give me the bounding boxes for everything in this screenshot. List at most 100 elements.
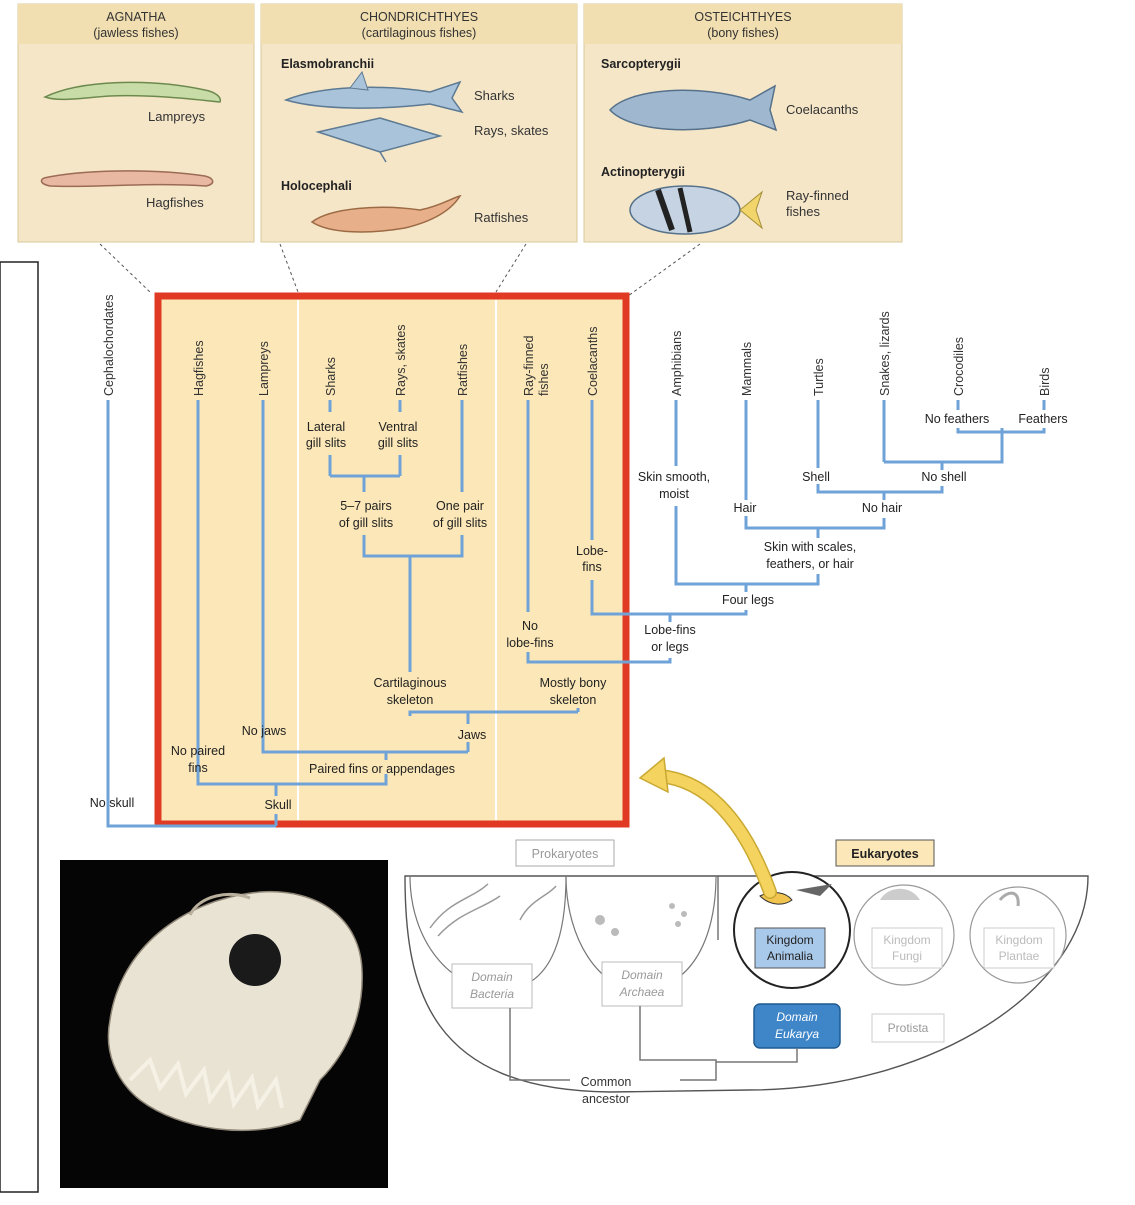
lamprey-illustration [43,81,222,103]
bacteria-icons [429,883,557,937]
trait-skin-smooth-1: Skin smooth, [638,470,710,484]
trait-mostly-bony-2: skeleton [550,693,597,707]
entry-label: Lampreys [148,109,206,124]
domain-archaea-line2: Archaea [619,985,665,999]
ray-finned-fish-illustration [629,185,764,235]
panel-chondrichthyes: CHONDRICHTHYES (cartilaginous fishes) El… [260,3,578,243]
prokaryotes-header: Prokaryotes [515,839,615,867]
panel-agnatha: AGNATHA (jawless fishes) Lampreys Hagfis… [17,3,255,243]
tree-of-life-lines [509,1006,798,1081]
zoom-arrow [638,756,777,899]
kingdom-fungi-line2: Fungi [892,949,922,963]
trait-shell: Shell [802,470,830,484]
trait-mostly-bony-1: Mostly bony [540,676,607,690]
taxon-label: Sharks [324,357,338,396]
trait-four-legs: Four legs [722,593,774,607]
svg-text:Eukaryotes: Eukaryotes [851,847,918,861]
domain-eukarya-line2: Eukarya [775,1027,819,1041]
taxon-label: Rays, skates [394,324,408,396]
entry-label: Rays, skates [474,123,549,138]
common-ancestor-line2: ancestor [582,1092,630,1106]
trait-jaws: Jaws [458,728,486,742]
taxon-label: Snakes, lizards [878,311,892,396]
svg-text:Prokaryotes: Prokaryotes [532,847,599,861]
subgroup-label: Sarcopterygii [601,57,681,71]
trait-one-pair-1: One pair [436,499,484,513]
trait-skin-scales-1: Skin with scales, [764,540,856,554]
domain-bacteria-line1: Domain [471,970,513,984]
trait-hair: Hair [734,501,757,515]
cladogram-branches [106,400,1046,828]
common-ancestor-line1: Common [581,1075,632,1089]
entry-label-line2: fishes [786,204,820,219]
kingdom-plantae-line2: Plantae [999,949,1040,963]
kingdom-plantae-line1: Kingdom [995,933,1042,947]
kingdom-fungi: Kingdom Fungi [853,884,955,986]
kingdom-plantae: Kingdom Plantae [969,886,1067,984]
taxon-label: Cephalochordates [102,295,116,396]
panel-title: CHONDRICHTHYES [360,10,478,24]
trait-no-paired-fins-2: fins [188,761,207,775]
domain-bacteria-box: Domain Bacteria [451,963,533,1009]
ratfish-illustration [310,194,462,233]
trait-no-hair: No hair [862,501,902,515]
trait-no-jaws: No jaws [242,724,286,738]
trait-paired-fins: Paired fins or appendages [309,762,455,776]
entry-label: Hagfishes [146,195,204,210]
panel-connectors [99,243,701,297]
panel-subtitle: (cartilaginous fishes) [362,26,477,40]
taxon-label: Amphibians [670,331,684,396]
domain-archaea-box: Domain Archaea [601,961,683,1007]
trait-skin-scales-2: feathers, or hair [766,557,854,571]
taxa-labels: Cephalochordates Hagfishes Lampreys Shar… [102,295,1052,396]
panel-title: OSTEICHTHYES [694,10,791,24]
hagfish-illustration [40,170,214,188]
entry-label: Coelacanths [786,102,859,117]
panel-subtitle: (bony fishes) [707,26,779,40]
trait-no-lobe-fins-2: lobe-fins [506,636,553,650]
subgroup-label: Holocephali [281,179,352,193]
domain-archaea-line1: Domain [621,968,663,982]
trait-skull: Skull [264,798,291,812]
taxon-label: Crocodiles [952,337,966,396]
taxon-label: Birds [1038,368,1052,396]
trait-one-pair-2: of gill slits [433,516,487,530]
trait-feathers: Feathers [1018,412,1067,426]
trait-lobe-fins-or-legs-2: or legs [651,640,689,654]
entry-label-line1: Ray-finned [786,188,849,203]
entry-label: Sharks [474,88,515,103]
ray-illustration [315,117,443,163]
trait-lobe-fins-or-legs-1: Lobe-fins [644,623,695,637]
trait-no-feathers: No feathers [925,412,990,426]
tree-of-life: Prokaryotes Eukaryotes Domain Bacteria D… [404,839,1089,1106]
taxon-label: Lampreys [257,341,271,396]
panel-title: AGNATHA [106,10,166,24]
taxon-label: Mammals [740,342,754,396]
trait-ventral-gill-slits-2: gill slits [378,436,418,450]
trait-no-lobe-fins-1: No [522,619,538,633]
trait-cartilaginous-2: skeleton [387,693,434,707]
eukaryotes-header: Eukaryotes [835,839,935,867]
trait-five-seven-pairs-2: of gill slits [339,516,393,530]
kingdom-animalia-line2: Animalia [767,949,813,963]
subgroup-label: Elasmobranchii [281,57,374,71]
trait-lobe-fins-1: Lobe- [576,544,608,558]
trait-lateral-gill-slits-2: gill slits [306,436,346,450]
trait-cartilaginous-1: Cartilaginous [374,676,447,690]
taxon-label: Coelacanths [586,327,600,397]
taxon-label: Hagfishes [192,340,206,396]
fish-cladogram-highlight [154,292,630,828]
fish-skull-photo [60,860,388,1188]
entry-label: Ratfishes [474,210,529,225]
left-edge-strip [0,261,39,1193]
svg-text:Protista: Protista [888,1021,929,1035]
archaea-icons [595,903,687,936]
domain-eukarya-box: Domain Eukarya [753,1003,841,1049]
protista-box: Protista [871,1013,945,1043]
coelacanth-illustration [608,84,778,132]
taxon-label: Ratfishes [456,344,470,396]
trait-five-seven-pairs-1: 5–7 pairs [340,499,391,513]
kingdom-animalia: Kingdom Animalia [733,871,851,989]
shark-illustration [283,70,464,114]
